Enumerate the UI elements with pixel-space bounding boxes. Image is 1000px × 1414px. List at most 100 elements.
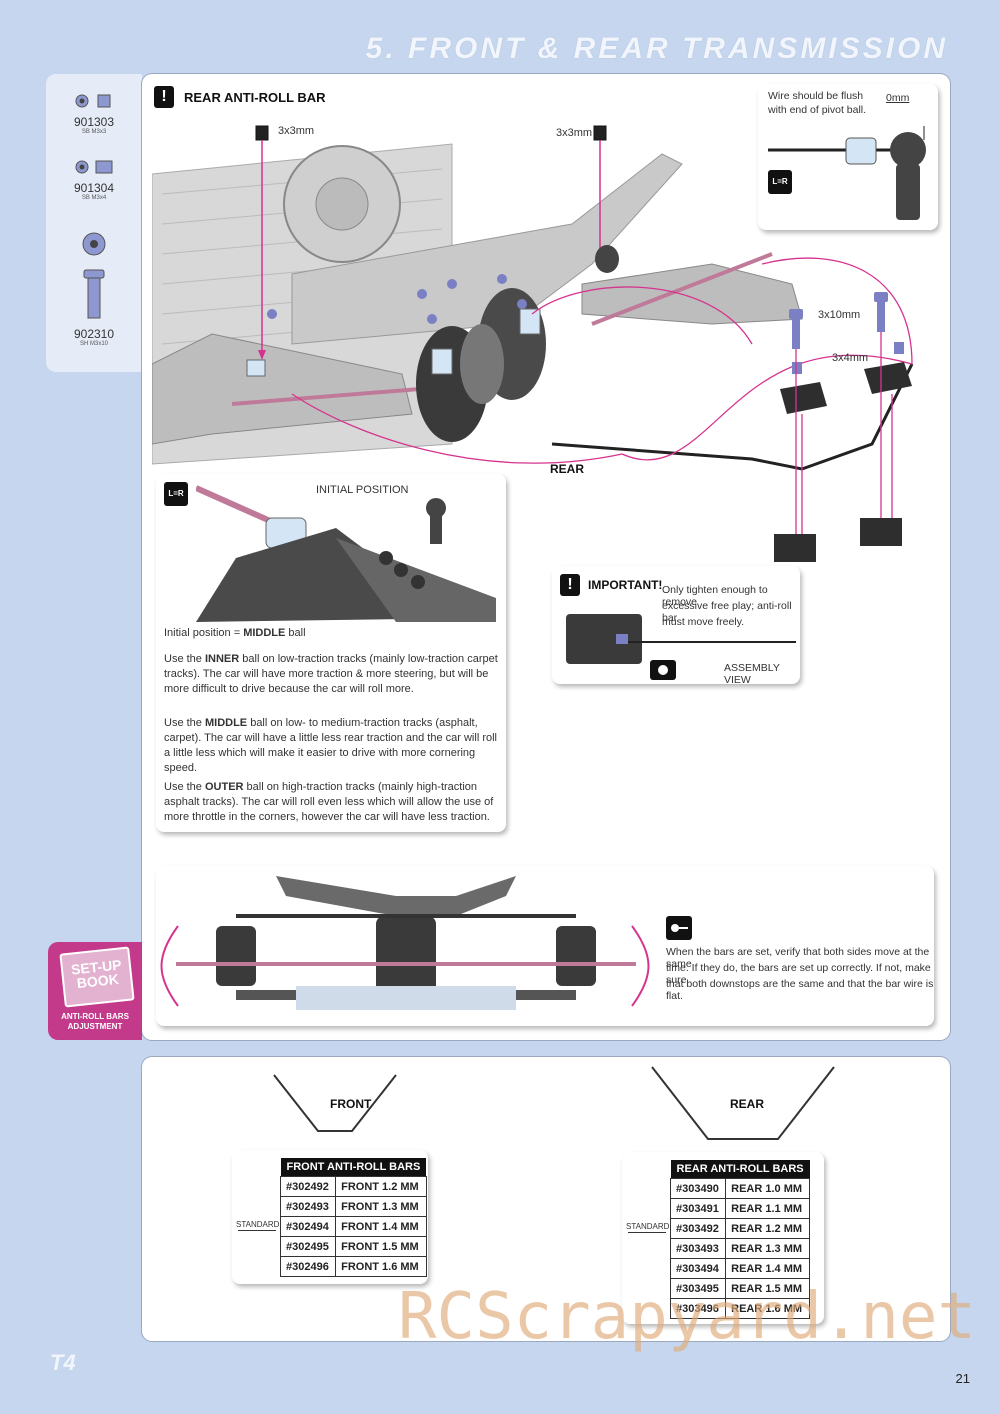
p1-key: INNER (204, 653, 240, 665)
bar-size-cell: REAR 1.6 MM (725, 1298, 811, 1319)
front-bar-shape-icon (273, 1074, 397, 1132)
part-code-cell: #303492 (669, 1218, 727, 1239)
bar-size-cell: REAR 1.2 MM (725, 1218, 811, 1239)
setscrew-label: 3x4mm (832, 352, 869, 364)
setup-book-tab: SET-UP BOOK ANTI-ROLL BARS ADJUSTMENT (48, 942, 142, 1040)
warning-icon: ! (154, 86, 174, 108)
rear-table-header: REAR ANTI-ROLL BARS (670, 1160, 810, 1179)
check-line3: that both downstops are the same and tha… (666, 978, 934, 1002)
page-number: 21 (955, 1371, 970, 1386)
part-code-cell: #303493 (669, 1238, 727, 1259)
bar-size-cell: FRONT 1.4 MM (335, 1216, 427, 1237)
front-table-header: FRONT ANTI-ROLL BARS (280, 1158, 427, 1177)
part-code-cell: #302496 (279, 1256, 337, 1277)
part-code-cell: #303496 (669, 1298, 727, 1319)
bar-size-cell: REAR 1.0 MM (725, 1178, 811, 1199)
middle-ball-paragraph: Use the MIDDLE ball on low- to medium-tr… (164, 716, 498, 776)
part-901304: 901304 SB M3x4 (46, 158, 142, 201)
part-number: 901304 (73, 181, 115, 195)
bar-size-cell: FRONT 1.5 MM (335, 1236, 427, 1257)
left-equals-right-icon: L=R (164, 482, 188, 506)
important-title: IMPORTANT! (588, 578, 663, 592)
important-panel: ! IMPORTANT! Only tighten enough to remo… (552, 566, 800, 686)
front-standard-arrow (238, 1230, 276, 1231)
p3-key: OUTER (204, 781, 244, 793)
part-902310: 902310 SH M3x10 (46, 230, 142, 347)
caption-line1: ANTI-ROLL BARS (61, 1012, 129, 1021)
rear-label: REAR (730, 1097, 765, 1111)
important-line2: excessive free play; anti-roll bar (662, 600, 792, 624)
screw-label: 3x10mm (818, 309, 861, 321)
page-title: 5. FRONT & REAR TRANSMISSION (365, 32, 948, 65)
p2-post: ball on low- to medium-traction tracks (… (164, 717, 497, 774)
part-spec: SB M3x4 (81, 195, 107, 201)
rear-anti-roll-bar-illustration (152, 125, 914, 562)
bar-size-cell: REAR 1.1 MM (725, 1198, 811, 1219)
p2-key: MIDDLE (204, 717, 248, 729)
p1-post: ball on low-traction tracks (mainly low-… (164, 653, 498, 695)
front-standard-label: STANDARD (236, 1220, 280, 1229)
pivot-ball-detail (768, 126, 926, 220)
watermark: RCScrapyard.net (398, 1280, 976, 1354)
important-line1: Only tighten enough to remove (662, 584, 768, 608)
brand-logo: T4 (50, 1350, 76, 1375)
initial-value: MIDDLE (243, 627, 286, 639)
part-code-cell: #303490 (669, 1178, 727, 1199)
socket-head-screw-icon (82, 232, 106, 319)
p3-pre: Use the (164, 781, 205, 793)
part-code-cell: #302495 (279, 1236, 337, 1257)
front-label: FRONT (330, 1097, 372, 1111)
p1-pre: Use the (164, 653, 205, 665)
bar-size-cell: FRONT 1.6 MM (335, 1256, 427, 1277)
check-eye-icon (666, 916, 692, 940)
wire-flush-note: Wire should be flush with end of pivot b… (758, 84, 938, 230)
important-line3: must move freely. (662, 616, 745, 628)
setscrew-3x3-icon (75, 94, 111, 108)
p3-post: ball on high-traction tracks (mainly hig… (164, 781, 494, 823)
bar-size-cell: REAR 1.4 MM (725, 1258, 811, 1279)
left-equals-right-icon: L=R (768, 170, 792, 194)
part-code-cell: #303491 (669, 1198, 727, 1219)
initial-prefix: Initial position = (164, 627, 244, 639)
spacer-label-right: 3x3mm (556, 127, 593, 139)
check-line2: time. If they do, the bars are set up co… (666, 962, 931, 986)
wire-note-line1: Wire should be flush (768, 90, 864, 102)
part-number: 901303 (73, 115, 115, 129)
initial-position-label: INITIAL POSITION (316, 484, 409, 496)
outer-ball-paragraph: Use the OUTER ball on high-traction trac… (164, 780, 498, 825)
part-spec: SH M3x10 (79, 341, 108, 347)
initial-position-text: Initial position = MIDDLE ball (164, 626, 498, 641)
part-spec: SB M3x3 (81, 129, 107, 135)
warning-icon: ! (560, 574, 580, 596)
bar-size-cell: FRONT 1.3 MM (335, 1196, 427, 1217)
wire-note-line2: with end of pivot ball. (768, 104, 867, 116)
bar-size-cell: FRONT 1.2 MM (335, 1176, 427, 1197)
setup-book-caption: ANTI-ROLL BARS ADJUSTMENT (48, 1012, 142, 1032)
caption-line2: ADJUSTMENT (67, 1022, 123, 1031)
part-code-cell: #303494 (669, 1258, 727, 1279)
rear-bar-shape-icon (651, 1066, 835, 1140)
p2-pre: Use the (164, 717, 205, 729)
initial-suffix: ball (285, 627, 306, 639)
gap-label: 0mm (886, 92, 910, 104)
assembly-view-illustration (566, 614, 796, 680)
rear-label: REAR (550, 462, 585, 476)
parts-sidebar: 901303 SB M3x3 901304 SB M3x4 902310 SH … (46, 74, 142, 372)
rear-standard-label: STANDARD (626, 1222, 670, 1231)
main-step-card: ! REAR ANTI-ROLL BAR (142, 74, 950, 1040)
part-number: 902310 (73, 327, 115, 341)
part-code-cell: #302492 (279, 1176, 337, 1197)
part-code-cell: #302494 (279, 1216, 337, 1237)
